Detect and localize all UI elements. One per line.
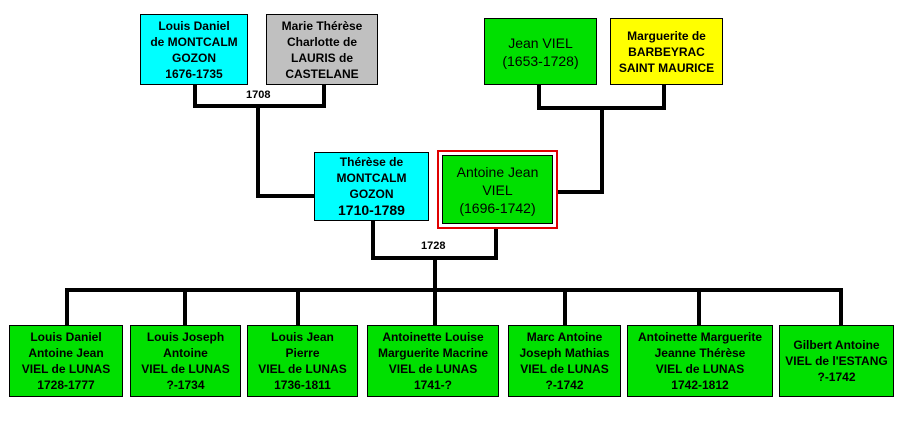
person-louis-daniel-montcalm[interactable]: Louis Daniel de MONTCALM GOZON 1676-1735 [140,14,248,85]
person-marguerite-barbeyrac[interactable]: Marguerite de BARBEYRAC SAINT MAURICE [610,18,723,85]
person-name: Antoinette Marguerite Jeanne Thérèse VIE… [637,330,762,392]
person-name: Louis Daniel Antoine Jean VIEL de LUNAS … [21,330,111,392]
connector-line [65,288,843,292]
child-gilbert-antoine[interactable]: Gilbert Antoine VIEL de l'ESTANG ?-1742 [779,325,894,397]
person-name: Louis Joseph Antoine VIEL de LUNAS ?-173… [141,330,230,392]
connector-line [322,84,326,108]
person-name: Antoinette Louise Marguerite Macrine VIE… [377,330,489,392]
connector-line [600,106,604,194]
person-antoine-jean-viel[interactable]: Antoine Jean VIEL (1696-1742) [442,155,553,224]
person-name: Marc Antoine Joseph Mathias VIEL de LUNA… [519,330,610,392]
connector-line [556,190,604,194]
connector-line [839,288,843,326]
child-marc-antoine[interactable]: Marc Antoine Joseph Mathias VIEL de LUNA… [508,325,621,397]
child-louis-joseph-antoine[interactable]: Louis Joseph Antoine VIEL de LUNAS ?-173… [130,325,241,397]
connector-line [371,220,375,260]
marriage-year-grandparents: 1708 [244,89,273,102]
connector-line [193,84,197,108]
person-jean-viel[interactable]: Jean VIEL (1653-1728) [484,18,597,85]
person-name: Louis Daniel de MONTCALM GOZON 1676-1735 [150,18,238,81]
child-antoinette-louise[interactable]: Antoinette Louise Marguerite Macrine VIE… [367,325,499,397]
child-louis-daniel-antoine-jean[interactable]: Louis Daniel Antoine Jean VIEL de LUNAS … [9,325,123,397]
connector-line [433,256,437,292]
child-louis-jean-pierre[interactable]: Louis Jean Pierre VIEL de LUNAS 1736-181… [247,325,358,397]
person-marie-therese-lauris[interactable]: Marie Thérèse Charlotte de LAURIS de CAS… [266,14,378,85]
person-name: Jean VIEL (1653-1728) [502,34,579,69]
marriage-year-parents: 1728 [419,240,448,253]
person-name: Marie Thérèse Charlotte de LAURIS de CAS… [281,18,363,81]
person-name: Gilbert Antoine VIEL de l'ESTANG ?-1742 [785,338,888,384]
person-name: Louis Jean Pierre VIEL de LUNAS 1736-181… [258,330,347,392]
connector-line [183,288,187,326]
person-therese-montcalm[interactable]: Thérèse de MONTCALM GOZON 1710-1789 [314,152,429,221]
connector-line [296,288,300,326]
person-name: Marguerite de BARBEYRAC SAINT MAURICE [618,28,715,75]
connector-line [433,288,437,326]
person-name: Antoine Jean VIEL (1696-1742) [456,163,539,216]
person-dates: 1710-1789 [338,202,405,218]
connector-line [256,104,260,198]
connector-line [537,84,541,110]
connector-line [494,228,498,260]
connector-line [256,194,316,198]
connector-line [563,288,567,326]
connector-line [65,288,69,326]
connector-line [697,288,701,326]
person-name: Thérèse de MONTCALM GOZON [336,155,407,201]
child-antoinette-marguerite[interactable]: Antoinette Marguerite Jeanne Thérèse VIE… [627,325,773,397]
connector-line [662,84,666,110]
